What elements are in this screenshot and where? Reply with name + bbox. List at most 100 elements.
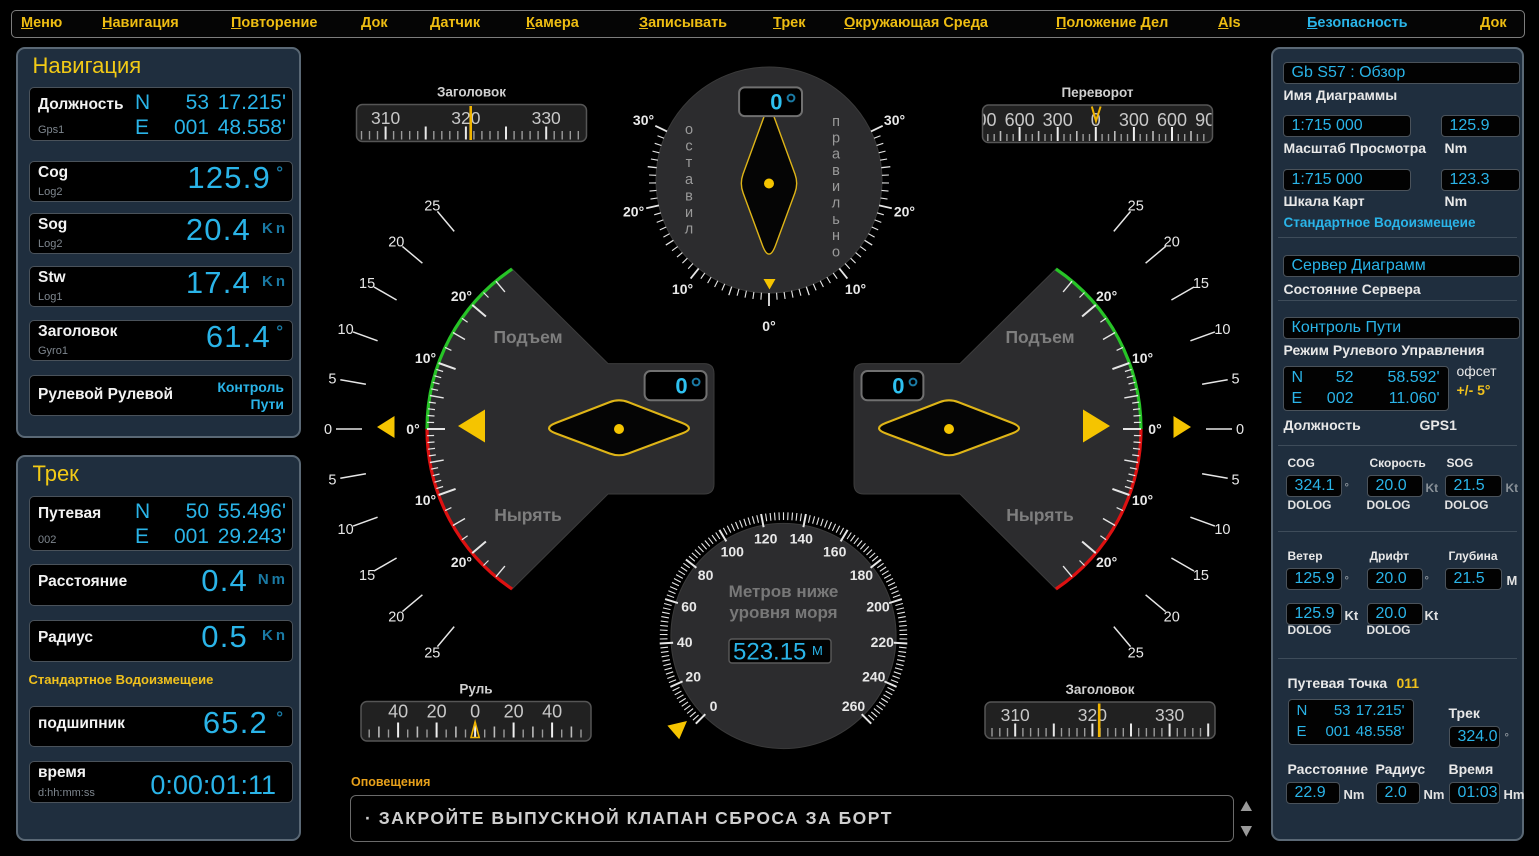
svg-text:10°: 10° (415, 350, 436, 366)
svg-text:20: 20 (1164, 610, 1180, 626)
svg-text:600: 600 (1005, 110, 1035, 130)
svg-text:25: 25 (1128, 646, 1144, 662)
svg-text:300: 300 (1119, 110, 1149, 130)
svg-text:260: 260 (842, 698, 866, 714)
svg-text:240: 240 (862, 669, 886, 685)
svg-text:с: с (685, 139, 692, 155)
svg-text:10°: 10° (1132, 350, 1153, 366)
svg-text:Подъем: Подъем (493, 327, 562, 347)
svg-text:20°: 20° (451, 288, 472, 304)
svg-text:Заголовок: Заголовок (437, 85, 506, 100)
svg-text:80: 80 (698, 567, 714, 583)
svg-text:20°: 20° (623, 203, 644, 219)
svg-text:0°: 0° (406, 421, 419, 437)
svg-text:в: в (685, 188, 693, 204)
svg-text:0: 0 (1236, 422, 1244, 438)
svg-text:т: т (686, 155, 693, 171)
svg-text:Нырять: Нырять (1006, 505, 1074, 525)
svg-text:20°: 20° (894, 203, 915, 219)
svg-text:10: 10 (1214, 522, 1230, 538)
svg-text:40: 40 (542, 702, 562, 722)
svg-text:Нырять: Нырять (494, 505, 562, 525)
svg-text:15: 15 (359, 276, 375, 292)
svg-text:и: и (832, 179, 840, 195)
svg-text:330: 330 (532, 108, 561, 128)
svg-text:и: и (685, 205, 693, 221)
svg-text:20: 20 (504, 702, 524, 722)
svg-text:п: п (832, 114, 840, 130)
svg-text:5: 5 (328, 371, 336, 387)
svg-text:Переворот: Переворот (1061, 85, 1133, 100)
svg-text:5: 5 (1232, 473, 1240, 489)
svg-text:20°: 20° (1096, 554, 1117, 570)
svg-text:20: 20 (388, 234, 404, 250)
svg-text:900: 900 (1195, 110, 1225, 130)
svg-text:р: р (832, 130, 840, 146)
svg-text:0: 0 (710, 698, 718, 714)
svg-text:25: 25 (1128, 198, 1144, 214)
svg-text:20°: 20° (1096, 288, 1117, 304)
svg-text:о: о (832, 244, 840, 260)
svg-text:20: 20 (388, 610, 404, 626)
svg-text:15: 15 (1193, 568, 1209, 584)
svg-text:М: М (812, 643, 823, 658)
svg-text:10: 10 (338, 322, 354, 338)
svg-text:10°: 10° (415, 492, 436, 508)
svg-text:Метров ниже: Метров ниже (729, 582, 839, 601)
svg-text:30°: 30° (884, 112, 905, 128)
svg-text:15: 15 (359, 568, 375, 584)
svg-text:20°: 20° (451, 554, 472, 570)
svg-text:330: 330 (1155, 705, 1184, 725)
svg-text:н: н (832, 228, 840, 244)
svg-text:25: 25 (424, 646, 440, 662)
svg-text:100: 100 (721, 543, 745, 559)
svg-text:0°: 0° (1148, 421, 1161, 437)
svg-text:180: 180 (850, 567, 874, 583)
svg-text:0: 0 (324, 422, 332, 438)
svg-text:523.15: 523.15 (733, 639, 806, 666)
svg-text:20: 20 (427, 702, 447, 722)
svg-text:220: 220 (871, 634, 895, 650)
svg-text:900: 900 (966, 110, 996, 130)
svg-text:ь: ь (832, 212, 840, 228)
svg-text:10°: 10° (672, 281, 693, 297)
svg-text:л: л (685, 222, 693, 238)
svg-text:300: 300 (1043, 110, 1073, 130)
svg-text:10: 10 (338, 522, 354, 538)
svg-text:Заголовок: Заголовок (1065, 682, 1134, 697)
svg-text:160: 160 (823, 543, 847, 559)
svg-text:320: 320 (451, 108, 480, 128)
svg-text:а: а (685, 172, 694, 188)
svg-text:о: о (685, 122, 693, 138)
svg-text:Подъем: Подъем (1005, 327, 1074, 347)
svg-text:в: в (832, 163, 840, 179)
svg-text:5: 5 (328, 473, 336, 489)
svg-text:Руль: Руль (459, 682, 492, 697)
svg-text:200: 200 (866, 599, 890, 615)
svg-text:уровня моря: уровня моря (729, 603, 837, 622)
svg-text:310: 310 (371, 108, 400, 128)
svg-text:600: 600 (1157, 110, 1187, 130)
svg-text:0: 0 (675, 374, 687, 399)
svg-text:10: 10 (1214, 322, 1230, 338)
svg-text:20: 20 (685, 669, 701, 685)
svg-text:10°: 10° (1132, 492, 1153, 508)
svg-text:0: 0 (770, 90, 782, 115)
svg-text:320: 320 (1078, 705, 1107, 725)
svg-text:15: 15 (1193, 276, 1209, 292)
svg-text:140: 140 (790, 531, 814, 547)
svg-text:а: а (832, 147, 841, 163)
svg-text:0: 0 (470, 702, 480, 722)
svg-text:60: 60 (681, 599, 697, 615)
svg-text:10°: 10° (845, 281, 866, 297)
svg-text:30°: 30° (633, 112, 654, 128)
svg-text:0: 0 (892, 374, 904, 399)
svg-text:310: 310 (1001, 705, 1030, 725)
svg-text:л: л (832, 196, 840, 212)
svg-text:40: 40 (388, 702, 408, 722)
svg-text:20: 20 (1164, 234, 1180, 250)
svg-text:120: 120 (754, 531, 778, 547)
svg-text:0°: 0° (762, 318, 775, 334)
svg-text:5: 5 (1232, 371, 1240, 387)
svg-text:25: 25 (424, 198, 440, 214)
